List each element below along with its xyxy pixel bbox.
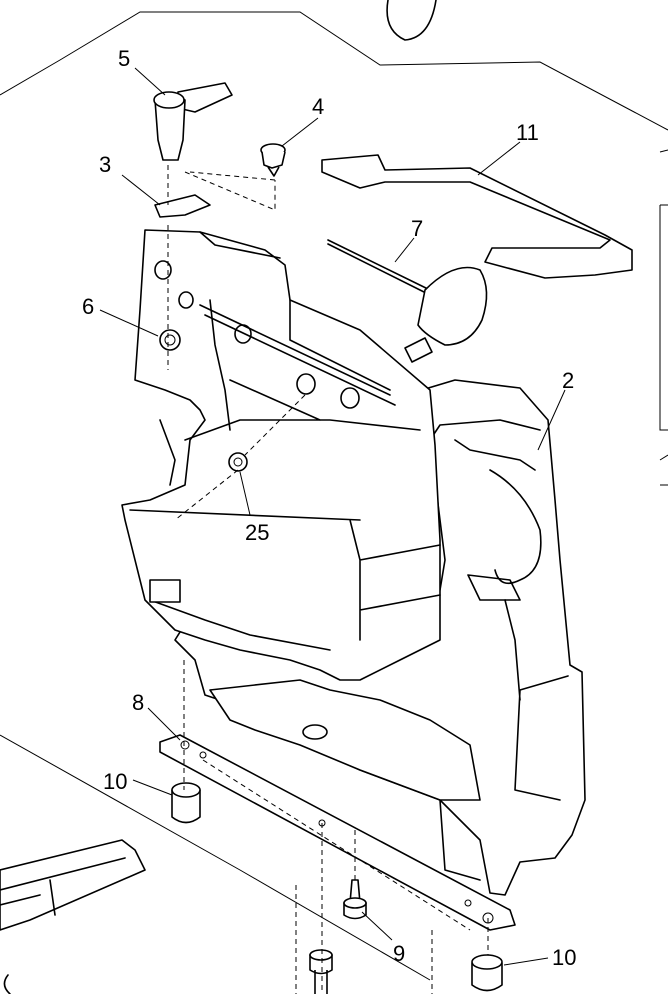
roller-5 — [154, 260, 172, 280]
spring-arm-7 — [327, 239, 431, 295]
callout-10-right: 10 — [552, 945, 576, 970]
ring-25 — [228, 452, 248, 472]
foot-10-left-top — [171, 782, 201, 798]
lever-part — [177, 82, 233, 113]
bracket-3 — [154, 194, 211, 218]
washer-6-hole — [164, 334, 176, 346]
bar-hole-1 — [180, 740, 190, 750]
screw-lower — [309, 954, 333, 994]
shaft-rail — [199, 304, 396, 406]
chassis-panel-lines — [129, 231, 441, 651]
washer-6 — [159, 329, 181, 351]
bar-hole-2 — [199, 751, 207, 759]
roller-4 — [178, 291, 194, 309]
callout-9: 9 — [393, 941, 405, 966]
chassis-window — [149, 579, 181, 603]
chassis-body — [121, 229, 441, 681]
foot-10-right — [471, 962, 503, 992]
bar-hole-4 — [464, 899, 472, 907]
callout-7: 7 — [411, 216, 423, 241]
assembly-lines — [167, 165, 489, 994]
leader-lines — [99, 67, 566, 966]
callout-11: 11 — [516, 120, 539, 145]
flat-bar-8 — [159, 734, 516, 931]
callout-4: 4 — [312, 94, 324, 119]
frame-outline — [0, 11, 668, 981]
callout-3: 3 — [99, 152, 111, 177]
chassis-base-plate — [209, 679, 481, 801]
roller-2 — [296, 373, 316, 395]
frame-bar-11 — [321, 154, 633, 279]
roller-3 — [340, 387, 360, 409]
disc-partial — [386, 0, 437, 41]
cover-slot — [467, 574, 521, 601]
cover-inner-edge — [429, 419, 569, 881]
lever-head — [153, 91, 185, 109]
callout-10-left: 10 — [103, 769, 127, 794]
callout-5: 5 — [118, 46, 130, 71]
spring-disc-7 — [417, 266, 488, 346]
screw-4-body — [261, 151, 286, 177]
screw-9-top — [343, 897, 367, 909]
foot-10-right-top — [471, 954, 503, 970]
screw-lower-top — [309, 949, 333, 961]
callout-2: 2 — [562, 368, 574, 393]
ring-25-hole — [233, 457, 243, 467]
rail-detail — [0, 857, 126, 994]
base-hole — [302, 724, 328, 740]
spring-knob-7 — [404, 337, 433, 363]
callout-8: 8 — [132, 690, 144, 715]
foot-10-left — [171, 789, 201, 824]
callout-25: 25 — [245, 520, 269, 545]
callout-6: 6 — [82, 294, 94, 319]
